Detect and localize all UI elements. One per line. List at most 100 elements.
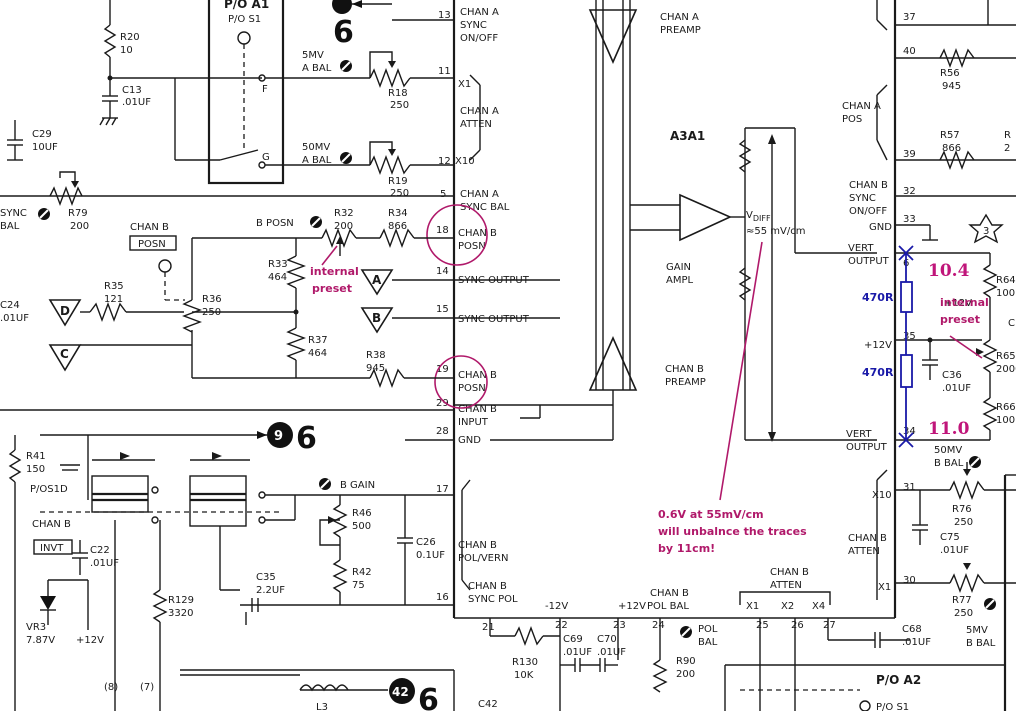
handwritten-voltage-top: 10.4 [928,261,970,281]
svg-text:39: 39 [903,149,916,160]
preamp-chan-a: CHAN A PREAMP [588,9,701,64]
svg-text:A BAL: A BAL [302,155,332,166]
preamp-bus-lines [454,0,631,406]
svg-text:25: 25 [756,620,769,631]
connector-pins-left: 13 CHAN A SYNC ON/OFF 11 X1 CHAN A ATTEN… [0,7,614,605]
svg-text:R130: R130 [512,657,538,668]
ref-42-6: 42 6 [389,678,439,711]
svg-text:.01UF: .01UF [942,383,971,394]
svg-text:X4: X4 [812,601,825,612]
svg-text:R77: R77 [952,595,972,606]
svg-text:R66: R66 [996,402,1016,413]
svg-text:BAL: BAL [698,637,718,648]
svg-text:.01UF: .01UF [597,647,626,658]
invert-switch-section: R41 150 P/OS1D CHAN B INVT C22 .01UF [8,435,498,711]
svg-text:R37: R37 [308,335,328,346]
svg-text:C75: C75 [940,532,960,543]
triangle-connectors: D C A B [48,269,394,372]
b-gain-network: B GAIN R46 500 R42 75 C26 0.1UF [319,478,445,605]
svg-text:B POSN: B POSN [256,218,294,229]
svg-text:A3A1: A3A1 [670,129,705,143]
svg-text:C24: C24 [0,300,20,311]
svg-text:.01UF: .01UF [90,558,119,569]
svg-text:250: 250 [954,517,973,528]
svg-text:11: 11 [438,66,451,77]
svg-text:250: 250 [202,307,221,318]
svg-text:50MV: 50MV [934,445,962,456]
svg-text:ATTEN: ATTEN [848,546,880,557]
svg-text:P/O A1: P/O A1 [224,0,269,11]
svg-text:P/O S1: P/O S1 [228,14,261,25]
svg-text:150: 150 [26,464,45,475]
svg-text:CHAN A: CHAN A [460,7,499,18]
svg-text:.01UF: .01UF [0,313,29,324]
svg-text:B: B [372,311,381,325]
svg-text:33: 33 [903,214,916,225]
svg-text:AMPL: AMPL [666,275,693,286]
svg-text:16: 16 [436,592,449,603]
svg-text:A BAL: A BAL [302,63,332,74]
svg-text:6: 6 [296,421,317,456]
svg-text:POSN: POSN [138,239,166,250]
svg-text:CHAN B: CHAN B [32,519,71,530]
svg-text:CHAN B: CHAN B [770,567,809,578]
svg-text:R79: R79 [68,208,88,219]
svg-text:X1: X1 [878,582,891,593]
po-a1-switch: P/O A1 P/O S1 F G [174,0,300,185]
svg-text:29: 29 [436,398,449,409]
svg-text:internal: internal [940,296,989,309]
svg-text:42: 42 [392,685,409,699]
svg-text:POSN: POSN [458,383,486,394]
svg-text:R42: R42 [352,567,372,578]
svg-text:R: R [1004,130,1011,141]
svg-text:POL BAL: POL BAL [647,601,689,612]
svg-text:D: D [60,304,70,318]
svg-text:P/O S1: P/O S1 [876,702,909,711]
svg-text:C: C [1008,318,1015,329]
svg-text:10UF: 10UF [32,142,58,153]
svg-text:R90: R90 [676,656,696,667]
svg-text:470R: 470R [862,291,894,304]
svg-text:POL: POL [698,624,718,635]
svg-text:PREAMP: PREAMP [665,377,706,388]
svg-text:R33: R33 [268,259,288,270]
svg-text:75: 75 [352,580,365,591]
svg-text:C68: C68 [902,624,922,635]
svg-text:6: 6 [333,15,354,50]
highlight-circle-pin18 [426,204,488,266]
svg-text:R36: R36 [202,294,222,305]
svg-text:+12V: +12V [618,601,646,612]
svg-text:SYNC BAL: SYNC BAL [460,202,510,213]
svg-text:B GAIN: B GAIN [340,480,375,491]
svg-text:866: 866 [388,221,407,232]
svg-text:13: 13 [438,10,451,21]
svg-text:866: 866 [942,143,961,154]
svg-text:18: 18 [436,225,449,236]
svg-text:R41: R41 [26,451,46,462]
svg-text:5: 5 [440,189,446,200]
r20-c13: R20 10 C13 .01UF [99,0,175,126]
svg-text:preset: preset [940,313,980,326]
svg-text:CHAN B: CHAN B [849,180,888,191]
ref-dot-top [332,0,352,14]
svg-text:OUTPUT: OUTPUT [846,442,888,453]
svg-text:C70: C70 [597,634,617,645]
svg-text:C42: C42 [478,699,498,710]
svg-text:R35: R35 [104,281,124,292]
svg-text:P/OS1D: P/OS1D [30,484,68,495]
svg-text:ON/OFF: ON/OFF [849,206,887,217]
svg-text:POL/VERN: POL/VERN [458,553,508,564]
svg-text:C36: C36 [942,370,962,381]
svg-text:CHAN B: CHAN B [458,540,497,551]
r18-pot: 5MV A BAL R18 250 [300,50,454,111]
svg-text:37: 37 [903,12,916,23]
svg-text:0.6V at 55mV/cm: 0.6V at 55mV/cm [658,508,764,521]
svg-text:R46: R46 [352,508,372,519]
svg-text:GND: GND [458,435,481,446]
svg-text:PREAMP: PREAMP [660,25,701,36]
svg-text:INVT: INVT [40,543,64,554]
svg-text:ON/OFF: ON/OFF [460,33,498,44]
svg-text:preset: preset [312,282,352,295]
svg-text:250: 250 [390,188,409,199]
svg-text:100: 100 [996,288,1015,299]
